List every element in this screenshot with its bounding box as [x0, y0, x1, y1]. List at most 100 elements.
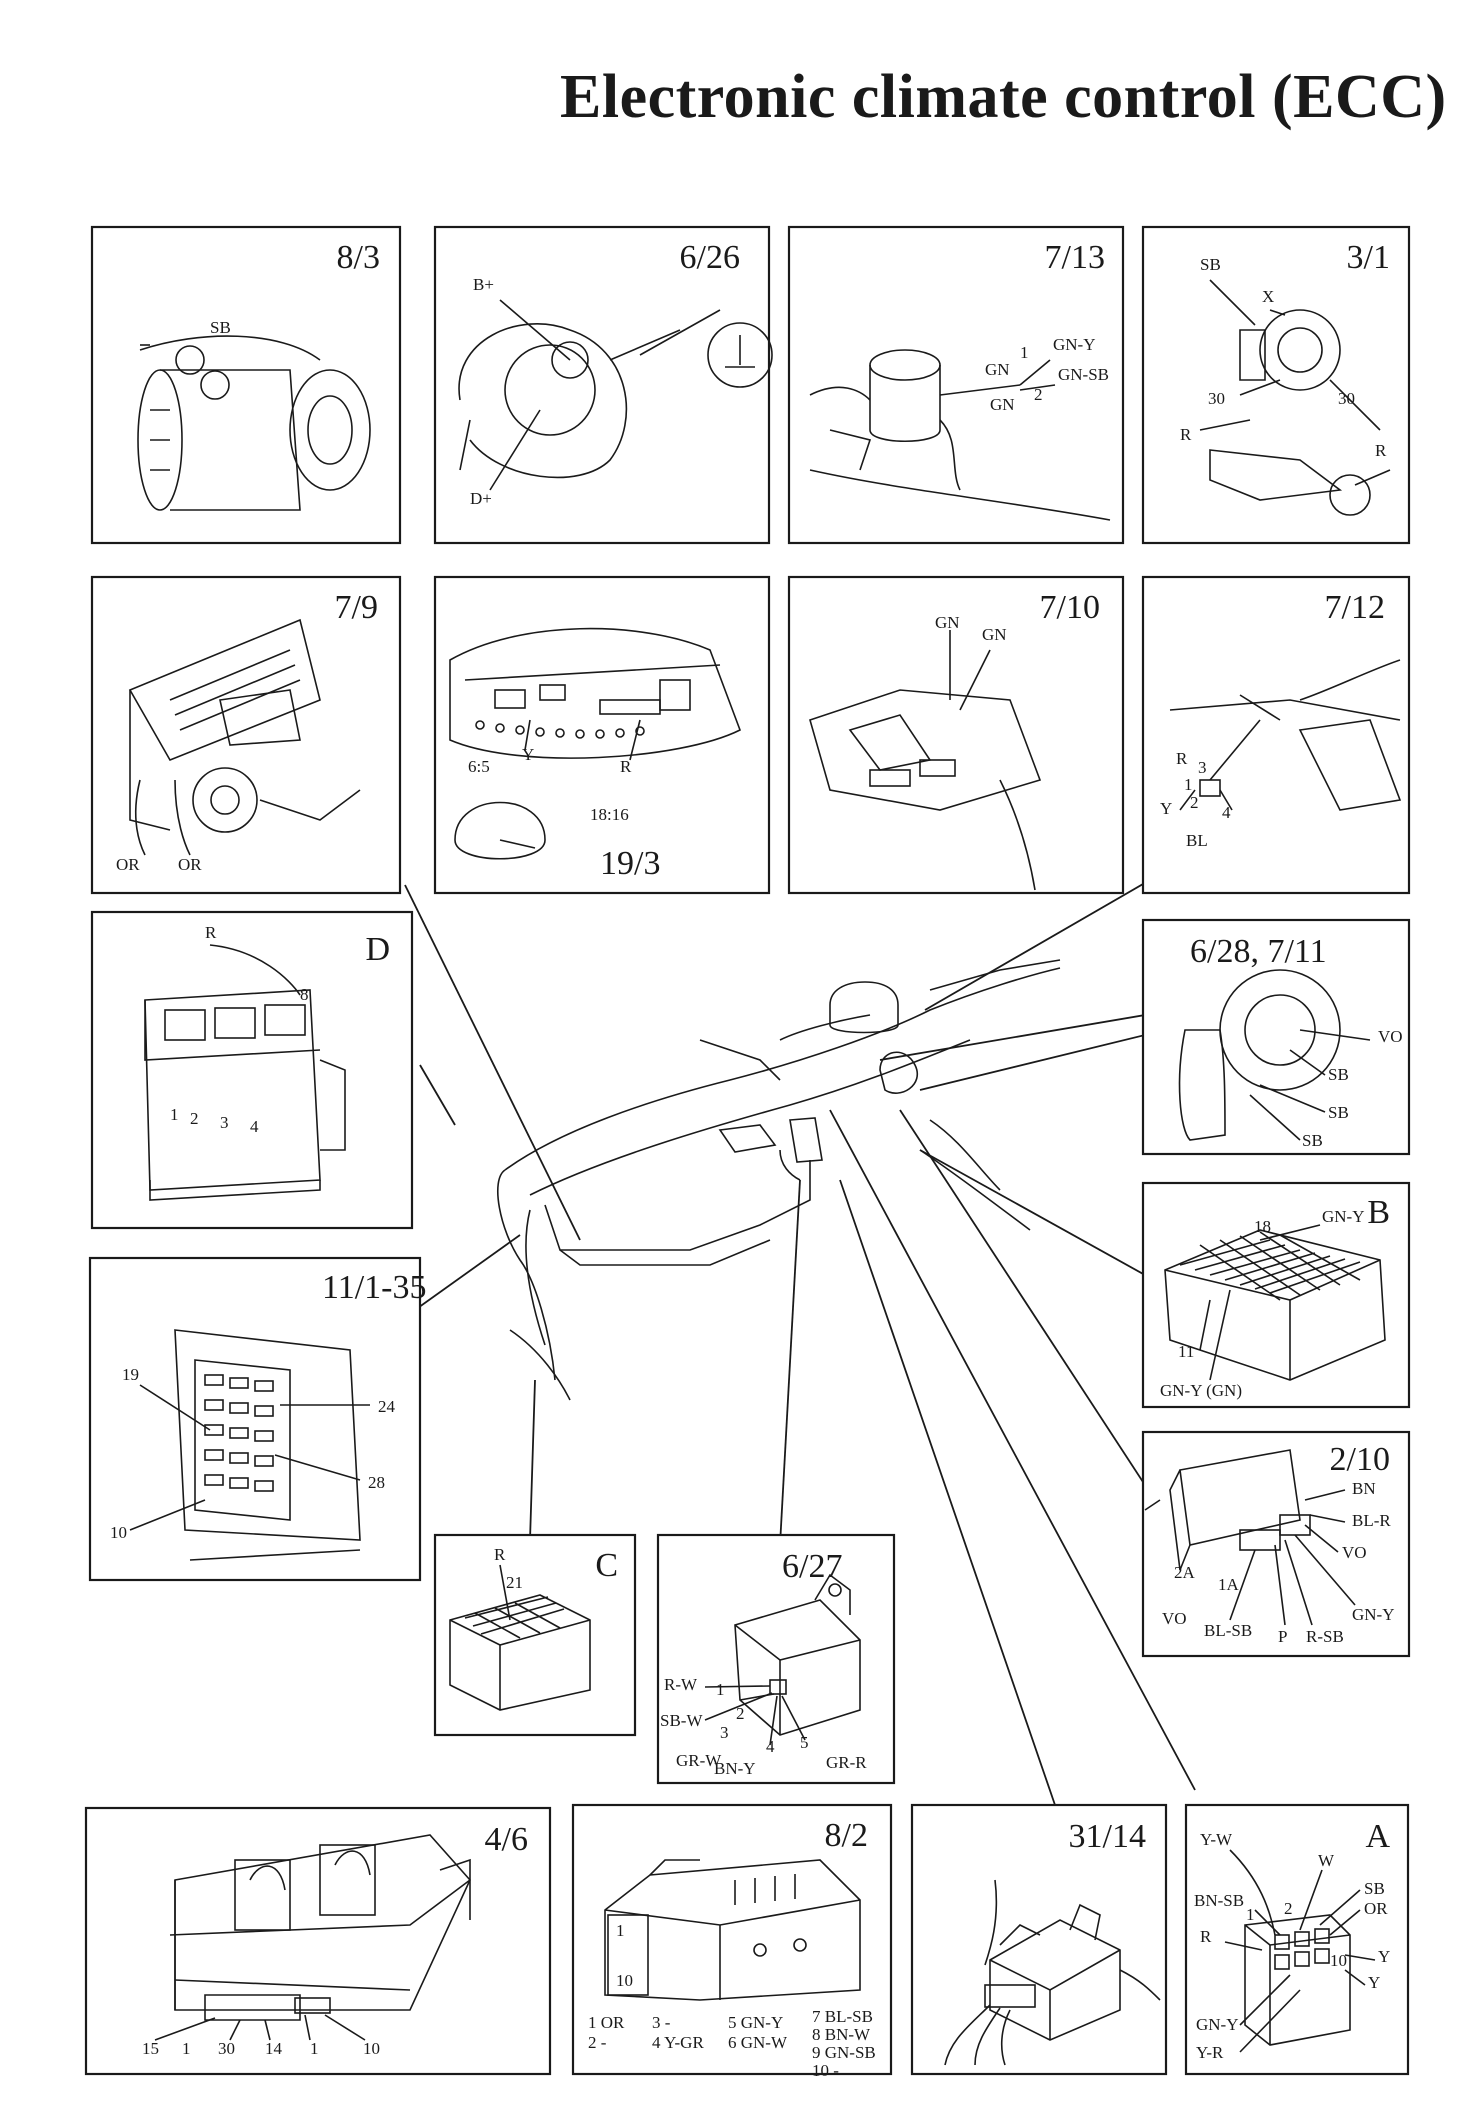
wire-label: R [205, 923, 217, 942]
pin-label: 1 [310, 2039, 319, 2058]
wire-label: SB [1364, 1879, 1385, 1898]
ignition-switch-drawing [1199, 279, 1391, 516]
wire-label: GN-Y [1322, 1207, 1365, 1226]
panel-id: 11/1-35 [322, 1269, 427, 1306]
pin-label: 2 [1034, 385, 1043, 404]
wire-label: SB [210, 318, 231, 337]
panel-id: 6/28, 7/11 [1190, 933, 1327, 970]
pin-label: 19 [122, 1365, 139, 1384]
pin-label: 1A [1218, 1575, 1240, 1594]
wire-label: VO [1342, 1543, 1367, 1562]
wire-label: R-W [664, 1675, 698, 1694]
heater-unit-drawing [128, 618, 361, 856]
control-module-drawing [1144, 1449, 1356, 1626]
wire-label: SB [1200, 255, 1221, 274]
wire-label: P [1278, 1627, 1287, 1646]
wire-label: GN-Y [1352, 1605, 1395, 1624]
relay-box-drawing [144, 944, 346, 1201]
wire-label: GR-R [826, 1753, 867, 1772]
wire-label: GR-W [676, 1751, 722, 1770]
pin-label: 1 [616, 1921, 625, 1940]
wire-label: BL-R [1352, 1511, 1391, 1530]
panel-D: D R 8 1 2 3 4 [90, 910, 414, 1230]
wire-label: BN-SB [1194, 1891, 1244, 1910]
connector-a-drawing [1224, 1849, 1376, 2053]
wire-label: SB-W [660, 1711, 703, 1730]
wire-label: Y [1368, 1973, 1380, 1992]
wire-label: BL-SB [1204, 1621, 1252, 1640]
sensor-drawing [809, 349, 1111, 521]
panel-B: B 18 GN-Y 11 GN-Y (GN) [1141, 1181, 1411, 1409]
instrument-cluster-drawing [449, 627, 742, 860]
pin-assignment: 6 GN-W [728, 2033, 788, 2052]
pin-assignment: 1 OR [588, 2013, 625, 2032]
panel-11-1-35: 11/1-35 19 24 28 10 [88, 1256, 427, 1582]
pin-label: 30 [218, 2039, 235, 2058]
panel-6-28-7-11: 6/28, 7/11 VO SB SB SB [1141, 918, 1411, 1156]
wire-label: D+ [470, 489, 492, 508]
panel-7-10: 7/10 GN GN [787, 575, 1125, 895]
pin-label: 1 [716, 1680, 725, 1699]
wire-label: GN [982, 625, 1007, 644]
pin-label: 1 [1246, 1905, 1255, 1924]
pin-label: 3 [220, 1113, 229, 1132]
pin-label: 1 [1020, 343, 1029, 362]
pin-label: 1 [170, 1105, 179, 1124]
wire-label: Y [1160, 799, 1172, 818]
panel-6-27: 6/27 R-W 1 SB-W 2 3 GR-W 4 BN-Y 5 GR-R [656, 1533, 896, 1785]
fuse-box-drawing [129, 1329, 370, 1561]
connector-drawing [944, 1879, 1161, 2066]
panel-19-3: 19/3 6:5 Y R 18:16 [433, 575, 771, 895]
wire-label: Y [522, 745, 534, 764]
blower-module-drawing [604, 1859, 861, 2001]
wire-label: GN-Y (GN) [1160, 1381, 1242, 1400]
wire-label: VO [1378, 1027, 1403, 1046]
panel-4-6: 4/6 15 1 30 14 1 10 [84, 1806, 552, 2076]
relay-drawing [704, 1573, 861, 1746]
wire-label: OR [116, 855, 140, 874]
pin-assignment: 7 BL-SB [812, 2007, 873, 2026]
panel-id: 6/26 [680, 239, 740, 276]
pin-label: 2A [1174, 1563, 1196, 1582]
wire-label: GN-Y [1053, 335, 1096, 354]
pin-label: 21 [506, 1573, 523, 1592]
wire-label: R [1176, 749, 1188, 768]
wire-label: X [1262, 287, 1274, 306]
wire-label: GN [935, 613, 960, 632]
wire-label: OR [1364, 1899, 1388, 1918]
panel-8-3: 8/3 SB [90, 225, 402, 545]
pin-assignment: 3 - [652, 2013, 671, 2032]
panel-8-2: 8/2 1 10 1 OR 2 - 3 - 4 Y-GR 5 GN-Y 6 GN… [571, 1803, 893, 2080]
wire-label: Y-R [1196, 2043, 1224, 2062]
panel-31-14: 31/14 [910, 1803, 1168, 2076]
pin-label: 14 [265, 2039, 283, 2058]
wire-label: GN-SB [1058, 365, 1109, 384]
panel-id: 19/3 [600, 845, 660, 882]
panel-id: 7/10 [1040, 589, 1100, 626]
pin-label: 28 [368, 1473, 385, 1492]
pin-label: 15 [142, 2039, 159, 2058]
connector-b-drawing [1164, 1224, 1386, 1381]
wire-label: Y [1378, 1947, 1390, 1966]
wire-label: 30 [1208, 389, 1225, 408]
panel-id: B [1367, 1194, 1390, 1231]
wire-label: VO [1162, 1609, 1187, 1628]
pin-label: 1 [182, 2039, 191, 2058]
pin-label: 3 [720, 1723, 729, 1742]
panel-id: A [1365, 1818, 1390, 1855]
pin-assignment: 8 BN-W [812, 2025, 871, 2044]
pin-label: 4 [1222, 803, 1231, 822]
panel-id: 6/27 [782, 1548, 842, 1585]
pin-label: 4 [766, 1737, 775, 1756]
wire-label: 18:16 [590, 805, 629, 824]
panel-id: C [595, 1547, 618, 1584]
pin-label: 24 [378, 1397, 396, 1416]
wire-label: R [620, 757, 632, 776]
ac-compressor-drawing [137, 335, 371, 511]
page-title: Electronic climate control (ECC) [560, 63, 1447, 131]
dashboard-overview [497, 959, 1061, 1401]
alternator-drawing [458, 299, 773, 491]
pin-label: 10 [110, 1523, 127, 1542]
wire-label: W [1318, 1851, 1335, 1870]
wire-label: 30 [1338, 389, 1355, 408]
